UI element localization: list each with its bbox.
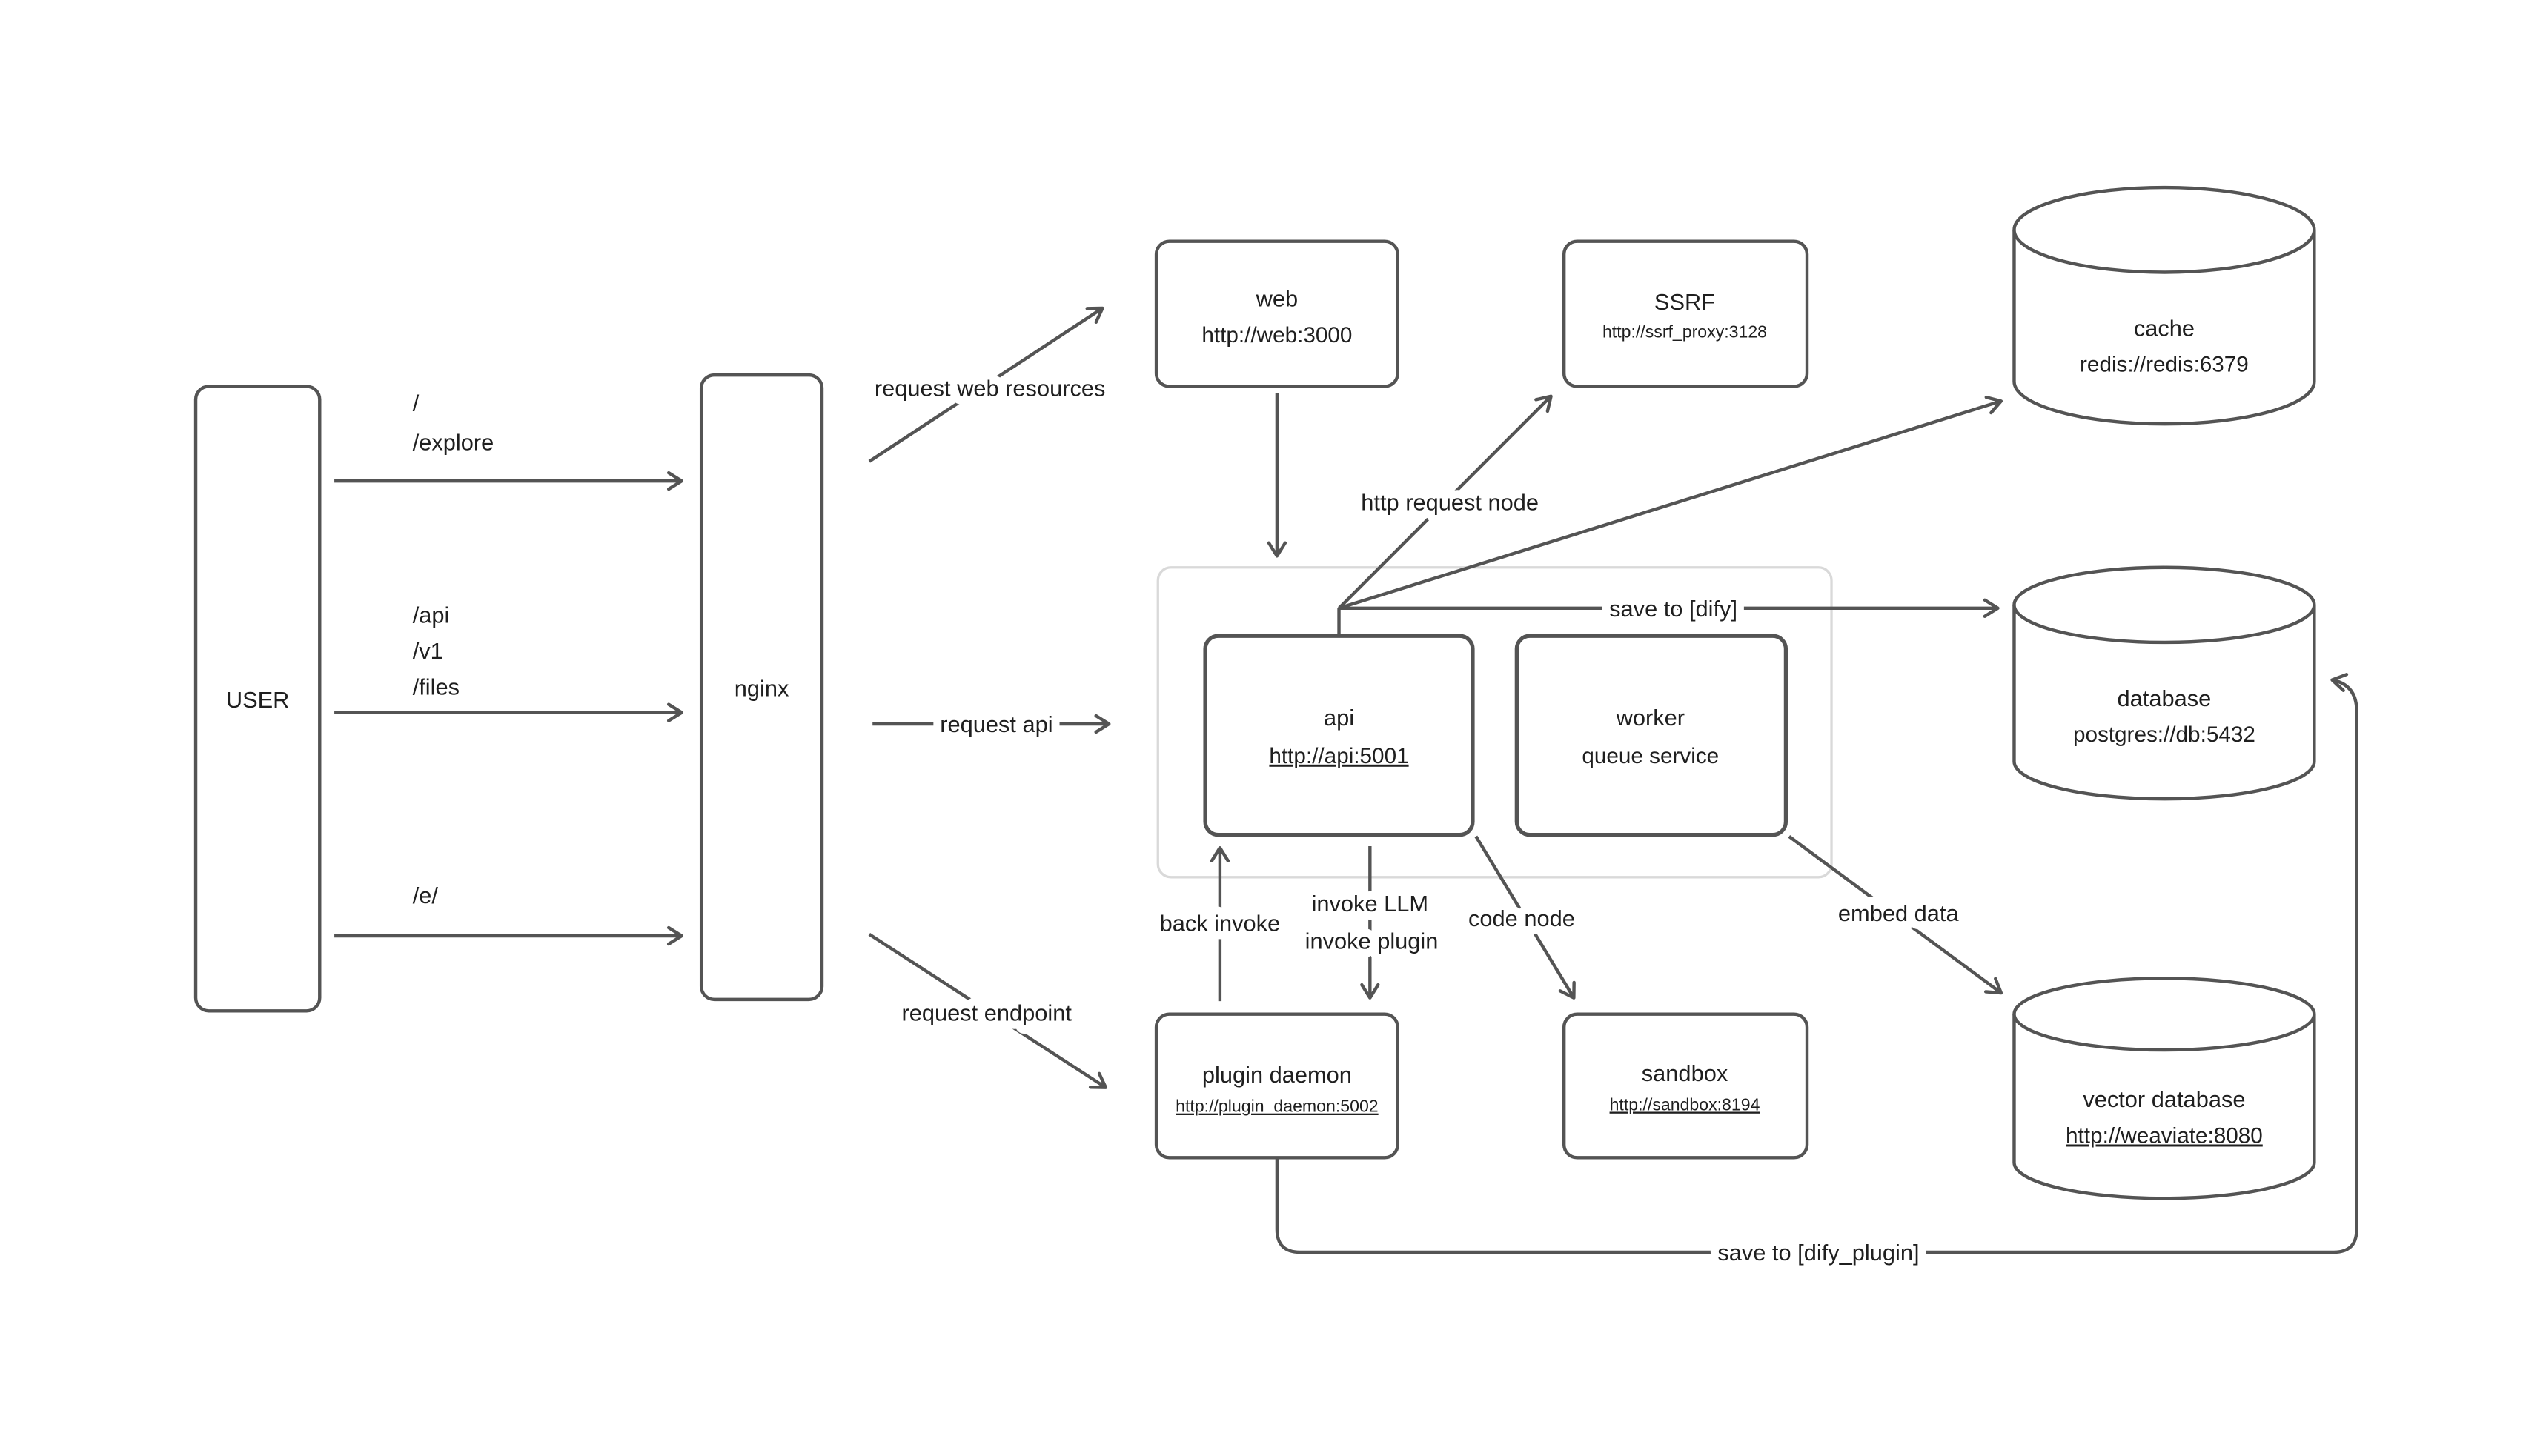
node-cache: cache redis://redis:6379 <box>2012 185 2316 426</box>
web-title: web <box>1256 286 1299 312</box>
edge-save-to-dify-plugin-label: save to [dify_plugin] <box>1717 1240 1919 1266</box>
edge-invoke-plugin-label-1: invoke LLM <box>1312 891 1429 917</box>
edge-user-e-label: /e/ <box>413 882 439 908</box>
edge-user-root-label-1: / <box>413 390 420 416</box>
node-user: USER <box>193 385 322 1013</box>
sandbox-title: sandbox <box>1642 1060 1728 1086</box>
nginx-box <box>699 373 824 1002</box>
plugin-daemon-title: plugin daemon <box>1202 1062 1352 1088</box>
edge-request-web-line <box>868 306 1104 463</box>
node-plugin-daemon: plugin daemon http://plugin_daemon:5002 <box>1154 1012 1399 1160</box>
edge-request-api-label: request api <box>940 711 1052 737</box>
api-box <box>1203 634 1475 837</box>
user-label: USER <box>226 687 290 713</box>
cache-cylinder-body <box>2012 230 2316 426</box>
database-cylinder-body <box>2012 605 2316 801</box>
edge-http-request-node-line <box>1337 394 1553 610</box>
edge-code-node-line <box>1474 835 1576 1000</box>
vector-database-cylinder-top <box>2012 977 2316 1052</box>
edge-request-endpoint-label: request endpoint <box>902 1000 1072 1025</box>
edge-code-node-label: code node <box>1468 905 1575 931</box>
nginx-label: nginx <box>735 676 789 702</box>
node-sandbox: sandbox http://sandbox:8194 <box>1562 1012 1809 1160</box>
database-title: database <box>2118 685 2212 711</box>
worker-box <box>1514 634 1788 837</box>
database-cylinder-top <box>2012 565 2316 645</box>
edge-user-api-label-3: /files <box>413 674 460 699</box>
edge-save-to-dify-plugin-line <box>1275 673 2358 1254</box>
web-subtitle: http://web:3000 <box>1201 323 1352 348</box>
worker-title: worker <box>1616 705 1685 731</box>
ssrf-box <box>1562 239 1809 388</box>
ssrf-title: SSRF <box>1654 289 1715 315</box>
vector-database-cylinder-body <box>2012 1014 2316 1200</box>
edge-request-web-label: request web resources <box>875 376 1106 402</box>
node-web: web http://web:3000 <box>1154 239 1399 388</box>
edge-user-api-label-1: /api <box>413 602 450 628</box>
plugin-daemon-box <box>1154 1012 1399 1160</box>
cache-title: cache <box>2134 315 2195 341</box>
edge-api-to-cache-line <box>1338 395 2003 610</box>
node-ssrf: SSRF http://ssrf_proxy:3128 <box>1562 239 1809 388</box>
edge-back-invoke-label: back invoke <box>1160 910 1281 936</box>
cache-cylinder-top <box>2012 185 2316 274</box>
edge-save-to-dify-label: save to [dify] <box>1609 596 1737 622</box>
vector-database-title: vector database <box>2083 1086 2245 1112</box>
cache-subtitle: redis://redis:6379 <box>2080 353 2249 377</box>
web-box <box>1154 239 1399 388</box>
node-worker: worker queue service <box>1514 634 1788 837</box>
edge-http-request-node-label: http request node <box>1361 490 1539 516</box>
sandbox-subtitle: http://sandbox:8194 <box>1610 1094 1760 1114</box>
ssrf-subtitle: http://ssrf_proxy:3128 <box>1602 322 1767 342</box>
api-subtitle: http://api:5001 <box>1269 744 1408 768</box>
edge-request-endpoint-line <box>868 933 1108 1089</box>
edge-invoke-plugin-label-2: invoke plugin <box>1305 928 1439 954</box>
edge-embed-data-label: embed data <box>1838 900 1960 926</box>
node-api: api http://api:5001 <box>1203 634 1475 837</box>
vector-database-subtitle: http://weaviate:8080 <box>2066 1123 2263 1148</box>
dify-service-group <box>1156 566 1833 879</box>
database-subtitle: postgres://db:5432 <box>2073 722 2255 747</box>
api-title: api <box>1324 705 1354 731</box>
worker-subtitle: queue service <box>1582 744 1719 768</box>
sandbox-box <box>1562 1012 1809 1160</box>
user-box <box>193 385 322 1013</box>
edge-user-root-label-2: /explore <box>413 429 494 455</box>
node-nginx: nginx <box>699 373 824 1002</box>
edge-user-api-label-2: /v1 <box>413 638 443 664</box>
plugin-daemon-subtitle: http://plugin_daemon:5002 <box>1176 1097 1379 1116</box>
edges <box>334 306 2358 1254</box>
edge-embed-data-line <box>1788 835 2003 995</box>
node-vector-database: vector database http://weaviate:8080 <box>2012 977 2316 1200</box>
node-database: database postgres://db:5432 <box>2012 565 2316 801</box>
